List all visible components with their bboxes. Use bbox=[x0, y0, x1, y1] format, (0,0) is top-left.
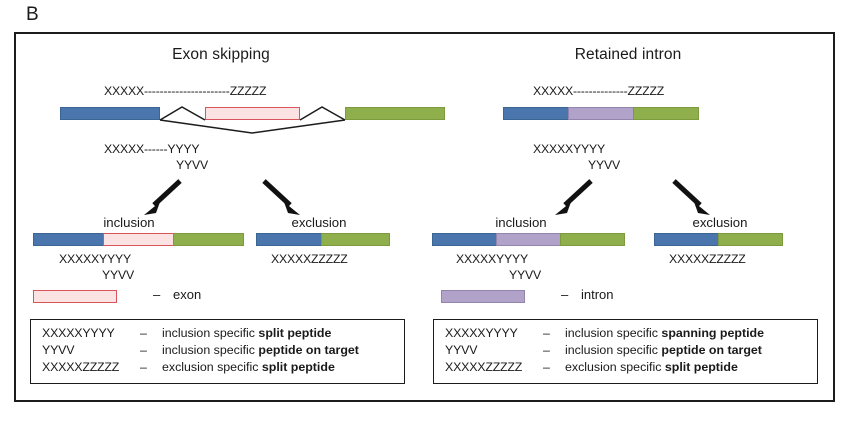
transcript-model-exon-skipping bbox=[60, 106, 445, 137]
model-top-sequence: XXXXX----------------------ZZZZZ bbox=[104, 84, 267, 98]
legend-description-bold: peptide on target bbox=[661, 343, 762, 357]
legend-box-exon-skipping: XXXXXYYYY – inclusion specific split pep… bbox=[30, 319, 405, 384]
exclusion-transcript-retained-intron bbox=[654, 233, 794, 249]
key-label-exon: exon bbox=[173, 287, 202, 302]
model-segment-blue bbox=[503, 107, 569, 120]
inclusion-segment-blue bbox=[33, 233, 104, 246]
panel-retained-intron: Retained intron XXXXX--------------ZZZZZ… bbox=[423, 34, 833, 400]
key-swatch-intron bbox=[441, 290, 525, 303]
legend-description-bold: spanning peptide bbox=[661, 326, 764, 340]
legend-description-plain: inclusion specific bbox=[565, 326, 662, 340]
branch-title-inclusion: inclusion bbox=[103, 215, 155, 230]
legend-line: XXXXXZZZZZ – exclusion specific split pe… bbox=[42, 360, 395, 377]
legend-code: YYVV bbox=[445, 343, 478, 357]
legend-description-plain: exclusion specific bbox=[162, 360, 262, 374]
panel-exon-skipping: Exon skipping XXXXX---------------------… bbox=[16, 34, 445, 400]
model-segment-green bbox=[345, 107, 445, 120]
exclusion-transcript-exon-skipping bbox=[256, 233, 396, 249]
inclusion-segment-green bbox=[173, 233, 244, 246]
model-bottom-sequence-2: YYVV bbox=[588, 158, 621, 172]
inclusion-sequence-2: YYVV bbox=[509, 268, 542, 282]
exclusion-segment-green bbox=[718, 233, 783, 246]
legend-code: YYVV bbox=[42, 343, 75, 357]
inclusion-segment-blue bbox=[432, 233, 497, 246]
inclusion-transcript-exon-skipping bbox=[33, 233, 244, 249]
arrow-to-inclusion bbox=[144, 179, 182, 215]
legend-line: XXXXXYYYY – inclusion specific spanning … bbox=[445, 326, 808, 343]
inclusion-transcript-retained-intron bbox=[432, 233, 632, 249]
figure-frame: Exon skipping XXXXX---------------------… bbox=[14, 32, 835, 402]
legend-separator: – bbox=[543, 343, 550, 357]
inclusion-sequence-1: XXXXXYYYY bbox=[456, 252, 529, 266]
legend-description-plain: inclusion specific bbox=[565, 343, 662, 357]
legend-line: XXXXXZZZZZ – exclusion specific split pe… bbox=[445, 360, 808, 377]
arrow-to-exclusion bbox=[672, 179, 710, 215]
inclusion-segment-green bbox=[560, 233, 625, 246]
legend-code: XXXXXZZZZZ bbox=[445, 360, 523, 374]
legend-separator: – bbox=[543, 326, 550, 340]
model-segment-intron bbox=[568, 107, 634, 120]
model-bottom-sequence-1: XXXXXYYYY bbox=[533, 142, 606, 156]
model-segment-blue bbox=[60, 107, 160, 120]
splice-junction-lines bbox=[159, 106, 346, 134]
key-dash: – bbox=[153, 287, 161, 302]
legend-description: inclusion specific spanning peptide bbox=[565, 326, 808, 340]
model-bottom-sequence-1: XXXXX------YYYY bbox=[104, 142, 200, 156]
legend-description: inclusion specific peptide on target bbox=[565, 343, 808, 357]
exclusion-segment-green bbox=[321, 233, 390, 246]
inclusion-sequence-1: XXXXXYYYY bbox=[59, 252, 132, 266]
key-swatch-exon bbox=[33, 290, 117, 303]
legend-description-bold: split peptide bbox=[261, 360, 335, 374]
arrow-to-exclusion bbox=[262, 179, 300, 215]
panel-title-retained-intron: Retained intron bbox=[574, 46, 682, 63]
inclusion-segment-exon bbox=[103, 233, 174, 246]
legend-description-plain: inclusion specific bbox=[162, 343, 259, 357]
legend-description: inclusion specific split peptide bbox=[162, 326, 395, 340]
branch-title-exclusion: exclusion bbox=[692, 215, 748, 230]
inclusion-sequence-2: YYVV bbox=[102, 268, 135, 282]
legend-code: XXXXXYYYY bbox=[42, 326, 115, 340]
legend-description-bold: split peptide bbox=[664, 360, 738, 374]
legend-description-bold: peptide on target bbox=[258, 343, 359, 357]
legend-description: exclusion specific split peptide bbox=[565, 360, 808, 374]
panel-title-exon-skipping: Exon skipping bbox=[172, 46, 270, 63]
legend-separator: – bbox=[543, 360, 550, 374]
exclusion-sequence-1: XXXXXZZZZZ bbox=[271, 252, 348, 266]
exclusion-segment-blue bbox=[654, 233, 719, 246]
transcript-model-retained-intron bbox=[503, 107, 783, 123]
key-dash: – bbox=[561, 287, 569, 302]
legend-description-bold: split peptide bbox=[258, 326, 332, 340]
exclusion-sequence-1: XXXXXZZZZZ bbox=[669, 252, 746, 266]
legend-code: XXXXXYYYY bbox=[445, 326, 518, 340]
model-bottom-sequence-2: YYVV bbox=[176, 158, 209, 172]
legend-box-retained-intron: XXXXXYYYY – inclusion specific spanning … bbox=[433, 319, 818, 384]
panel-label: B bbox=[26, 4, 39, 25]
legend-description-plain: exclusion specific bbox=[565, 360, 665, 374]
model-segment-exon bbox=[205, 107, 300, 120]
branch-title-inclusion: inclusion bbox=[495, 215, 547, 230]
legend-separator: – bbox=[140, 360, 147, 374]
inclusion-segment-intron bbox=[496, 233, 561, 246]
legend-line: YYVV – inclusion specific peptide on tar… bbox=[42, 343, 395, 360]
legend-description: inclusion specific peptide on target bbox=[162, 343, 395, 357]
legend-code: XXXXXZZZZZ bbox=[42, 360, 120, 374]
legend-separator: – bbox=[140, 326, 147, 340]
model-segment-green bbox=[633, 107, 699, 120]
arrow-to-inclusion bbox=[555, 179, 593, 215]
branch-title-exclusion: exclusion bbox=[291, 215, 347, 230]
key-row-intron: – intron bbox=[441, 287, 691, 304]
exclusion-segment-blue bbox=[256, 233, 322, 246]
legend-line: YYVV – inclusion specific peptide on tar… bbox=[445, 343, 808, 360]
legend-description-plain: inclusion specific bbox=[162, 326, 259, 340]
legend-description: exclusion specific split peptide bbox=[162, 360, 395, 374]
model-top-sequence: XXXXX--------------ZZZZZ bbox=[533, 84, 665, 98]
legend-separator: – bbox=[140, 343, 147, 357]
legend-line: XXXXXYYYY – inclusion specific split pep… bbox=[42, 326, 395, 343]
key-label-intron: intron bbox=[581, 287, 614, 302]
key-row-exon: – exon bbox=[33, 287, 283, 304]
